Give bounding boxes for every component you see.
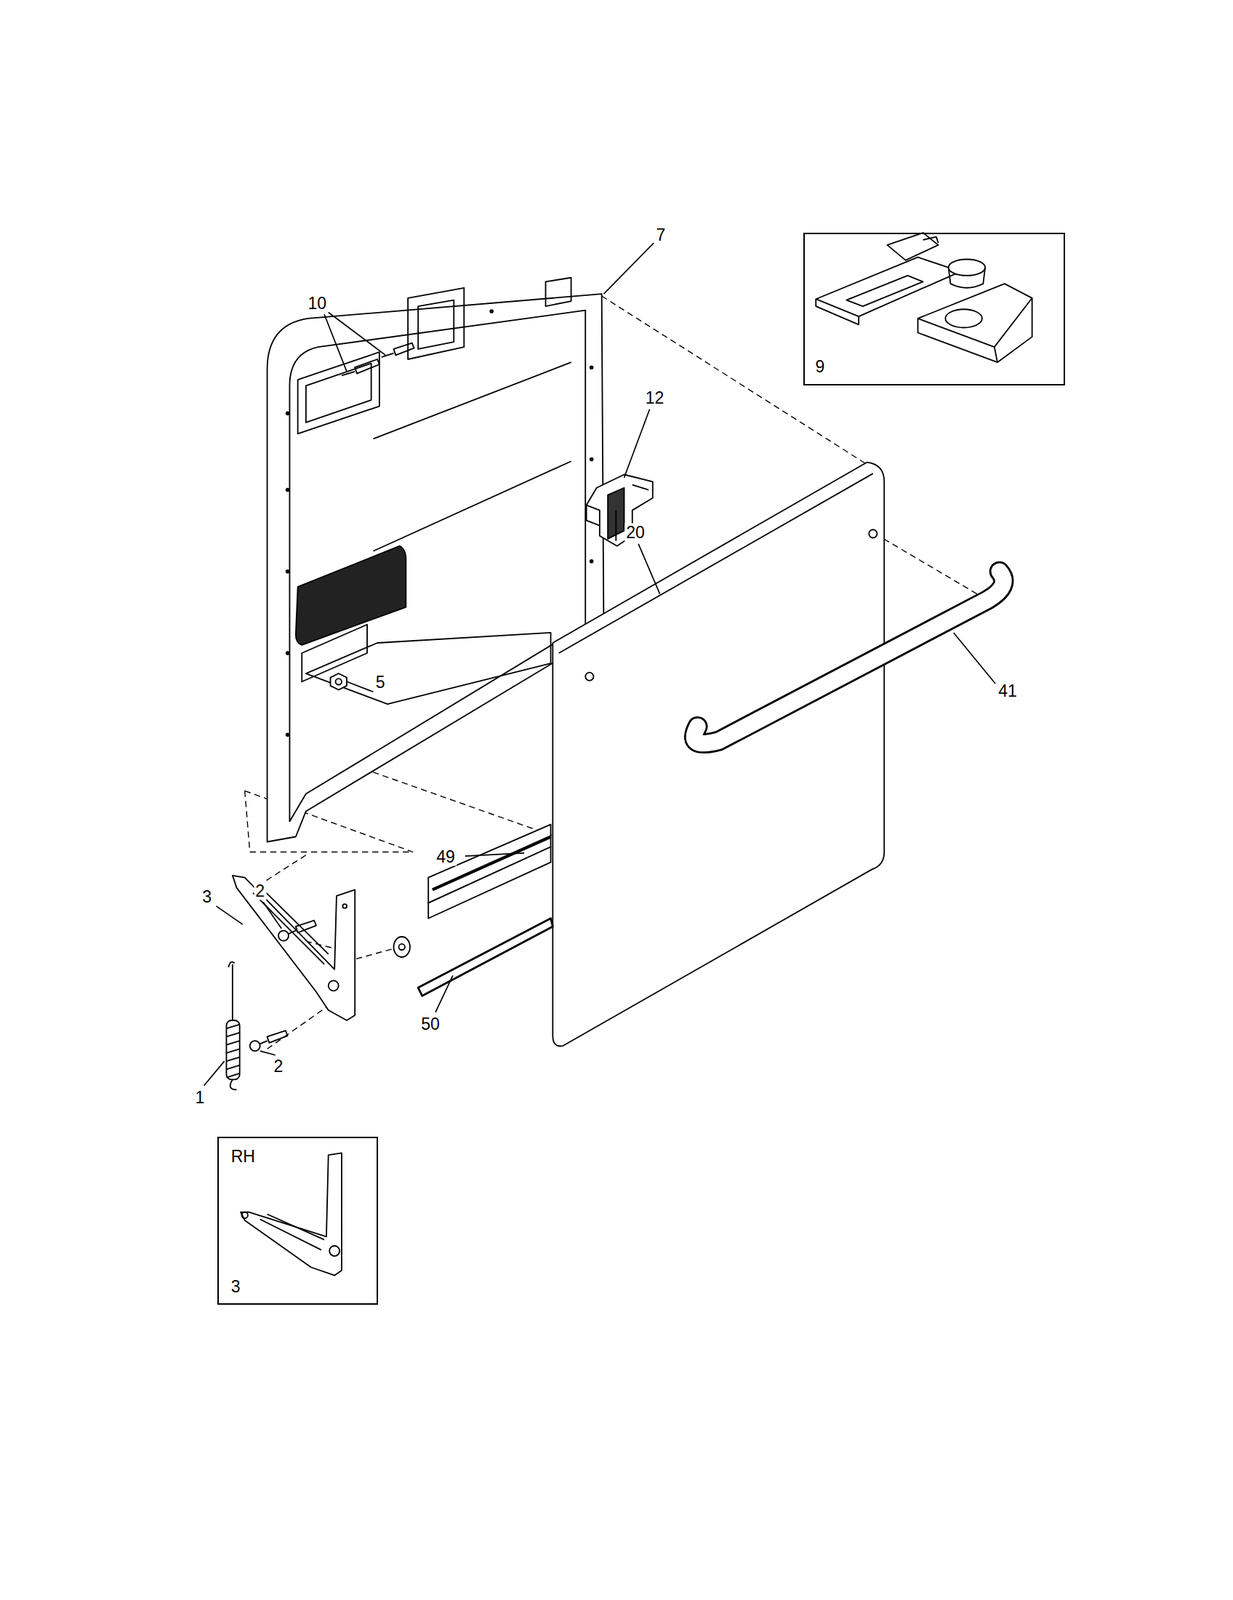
callout-number: 50 <box>419 1014 442 1034</box>
callout-number: 2 <box>253 881 267 900</box>
callout-number: 1 <box>194 1088 207 1107</box>
callout-number: 10 <box>306 293 328 312</box>
inset-box: 9 <box>803 232 1065 386</box>
callout-number: RH <box>231 1147 256 1165</box>
inset-box: RH 3 <box>217 1136 379 1305</box>
callout-number: 41 <box>996 681 1019 700</box>
callout-number: 49 <box>434 847 457 866</box>
callout-number: 5 <box>374 673 387 692</box>
callout-number: 20 <box>624 523 647 542</box>
callout-number: 9 <box>814 358 825 376</box>
callout-number: 3 <box>200 887 214 906</box>
callout-number: 12 <box>644 388 666 408</box>
callout-number: 7 <box>655 225 668 244</box>
callout-number: 3 <box>231 1278 241 1295</box>
leader-lines <box>204 242 996 1086</box>
callout-number: 2 <box>272 1056 285 1075</box>
